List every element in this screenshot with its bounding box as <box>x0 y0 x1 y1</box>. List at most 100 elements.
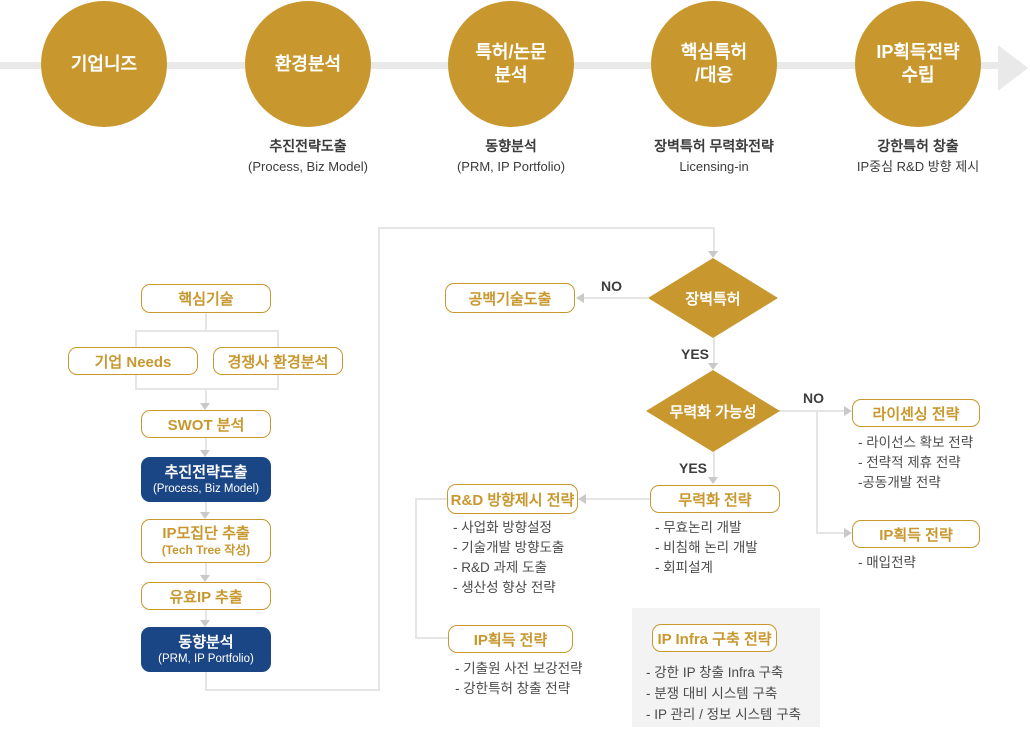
arrow-left-icon <box>578 494 586 504</box>
caption-line: 동향분석 <box>485 138 537 154</box>
box-subtitle: (Tech Tree 작성) <box>161 543 251 557</box>
connector-line <box>414 498 448 500</box>
arrow-down-icon <box>200 450 210 457</box>
connector-line <box>712 452 715 478</box>
connector-line <box>134 388 279 390</box>
box-ip-infra-strategy: IP Infra 구축 전략 <box>652 624 777 652</box>
connector-line <box>377 228 380 691</box>
box-subtitle: (PRM, IP Portfolio) <box>158 652 254 665</box>
timeline-step-ip-acquisition-strategy: IP획득전략 수립 <box>855 1 981 127</box>
timeline-step-core-patent-response: 핵심특허 /대응 <box>651 1 777 127</box>
list-item: - 분쟁 대비 시스템 구축 <box>646 686 778 701</box>
arrow-down-icon <box>200 575 210 582</box>
list-item: - 사업화 방향설정 <box>453 520 552 535</box>
caption-line: 강한특허 창출 <box>877 138 959 154</box>
box-company-needs: 기업 Needs <box>68 347 198 375</box>
connector-line <box>712 227 715 252</box>
box-title: 동향분석 <box>178 633 234 651</box>
list-item: - 무효논리 개발 <box>655 520 742 535</box>
timeline-step-environment-analysis: 환경분석 <box>245 1 371 127</box>
caption-line: (Process, Biz Model) <box>248 159 368 174</box>
arrow-right-icon <box>844 406 852 416</box>
arrow-down-icon <box>200 403 210 410</box>
ip-infra-items: - 강한 IP 창출 Infra 구축 - 분쟁 대비 시스템 구축 - IP … <box>646 662 801 725</box>
box-licensing-strategy: 라이센싱 전략 <box>852 399 980 427</box>
box-trend-analysis: 동향분석 (PRM, IP Portfolio) <box>141 627 271 672</box>
rnd-direction-items: - 사업화 방향설정 - 기술개발 방향도출 - R&D 과제 도출 - 생산성… <box>453 518 564 598</box>
connector-line <box>712 338 715 364</box>
arrow-left-icon <box>576 293 584 303</box>
connector-line <box>204 689 380 691</box>
arrow-down-icon <box>708 251 718 258</box>
caption-line: Licensing-in <box>679 159 749 174</box>
timeline-caption-core-patent: 장벽특허 무력화전략 Licensing-in <box>612 137 816 175</box>
list-item: - 기술개발 방향도출 <box>453 540 565 555</box>
arrow-down-icon <box>708 363 718 370</box>
list-item: - 강한 IP 창출 Infra 구축 <box>646 665 784 680</box>
box-neutralization-strategy: 무력화 전략 <box>650 485 780 513</box>
connector-line <box>204 672 207 691</box>
box-ip-pool-extraction: IP모집단 추출 (Tech Tree 작성) <box>141 519 271 563</box>
connector-line <box>414 637 449 639</box>
licensing-items: - 라이선스 확보 전략 - 전략적 제휴 전략 -공동개발 전략 <box>858 433 973 493</box>
label-barrier-yes: YES <box>681 346 710 362</box>
list-item: - 생산성 향상 전략 <box>453 580 556 595</box>
list-item: - 회피설계 <box>655 560 713 575</box>
box-ip-acquisition-strategy-right: IP획득 전략 <box>852 520 980 548</box>
box-core-technology: 핵심기술 <box>141 284 271 313</box>
arrow-down-icon <box>708 477 718 484</box>
list-item: - 라이선스 확보 전략 <box>858 435 974 450</box>
diamond-barrier-patent: 장벽특허 <box>648 258 778 338</box>
list-item: - IP 관리 / 정보 시스템 구축 <box>646 707 802 722</box>
box-title: 추진전략도출 <box>164 463 248 481</box>
arrow-right-icon <box>844 528 852 538</box>
connector-line <box>204 610 207 620</box>
box-strategy-derivation: 추진전략도출 (Process, Biz Model) <box>141 457 271 502</box>
arrow-down-icon <box>200 620 210 627</box>
neutralization-items: - 무효논리 개발 - 비침해 논리 개발 - 회피설계 <box>655 518 758 578</box>
box-swot-analysis: SWOT 분석 <box>141 410 271 438</box>
box-title: IP모집단 추출 <box>162 525 250 542</box>
timeline-caption-environment: 추진전략도출 (Process, Biz Model) <box>206 137 410 175</box>
connector-line <box>204 563 207 575</box>
list-item: - 기출원 사전 보강전략 <box>455 661 583 676</box>
list-item: -공동개발 전략 <box>858 475 941 490</box>
list-item: - 비침해 논리 개발 <box>655 540 758 555</box>
list-item: - 강한특허 창출 전략 <box>455 681 571 696</box>
connector-line <box>204 313 207 331</box>
list-item: - 매입전략 <box>858 555 916 570</box>
connector-line <box>377 227 715 229</box>
label-neutralization-no: NO <box>803 390 824 406</box>
box-ip-acquisition-strategy-mid: IP획득 전략 <box>448 625 573 653</box>
connector-line <box>414 498 417 639</box>
connector-line <box>816 532 845 534</box>
arrow-down-icon <box>200 512 210 519</box>
box-rnd-direction-strategy: R&D 방향제시 전략 <box>447 484 578 514</box>
timeline-step-corporate-needs: 기업니즈 <box>41 1 167 127</box>
timeline-step-patent-paper-analysis: 특허/논문 분석 <box>448 1 574 127</box>
box-subtitle: (Process, Biz Model) <box>152 482 260 495</box>
caption-line: 장벽특허 무력화전략 <box>654 138 774 154</box>
connector-line <box>134 330 279 332</box>
connector-line <box>584 297 648 299</box>
ip-acquisition-mid-items: - 기출원 사전 보강전략 - 강한특허 창출 전략 <box>455 659 583 699</box>
box-competitor-environment-analysis: 경쟁사 환경분석 <box>213 347 343 375</box>
connector-line <box>586 498 650 500</box>
timeline-caption-patent-paper: 동향분석 (PRM, IP Portfolio) <box>409 137 613 175</box>
diamond-neutralization-possibility: 무력화 가능성 <box>646 370 780 452</box>
timeline-arrow-icon <box>998 45 1028 91</box>
caption-line: IP중심 R&D 방향 제시 <box>856 159 980 174</box>
connector-line <box>204 438 207 450</box>
list-item: - 전략적 제휴 전략 <box>858 455 961 470</box>
box-valid-ip-extraction: 유효IP 추출 <box>141 582 271 610</box>
label-neutralization-yes: YES <box>679 460 708 476</box>
connector-line <box>204 502 207 512</box>
connector-line <box>779 410 845 412</box>
caption-line: (PRM, IP Portfolio) <box>456 159 566 174</box>
connector-line <box>204 390 207 404</box>
connector-line <box>816 411 818 534</box>
list-item: - R&D 과제 도출 <box>453 560 547 575</box>
caption-line: 추진전략도출 <box>269 138 347 154</box>
label-barrier-no: NO <box>601 278 622 294</box>
